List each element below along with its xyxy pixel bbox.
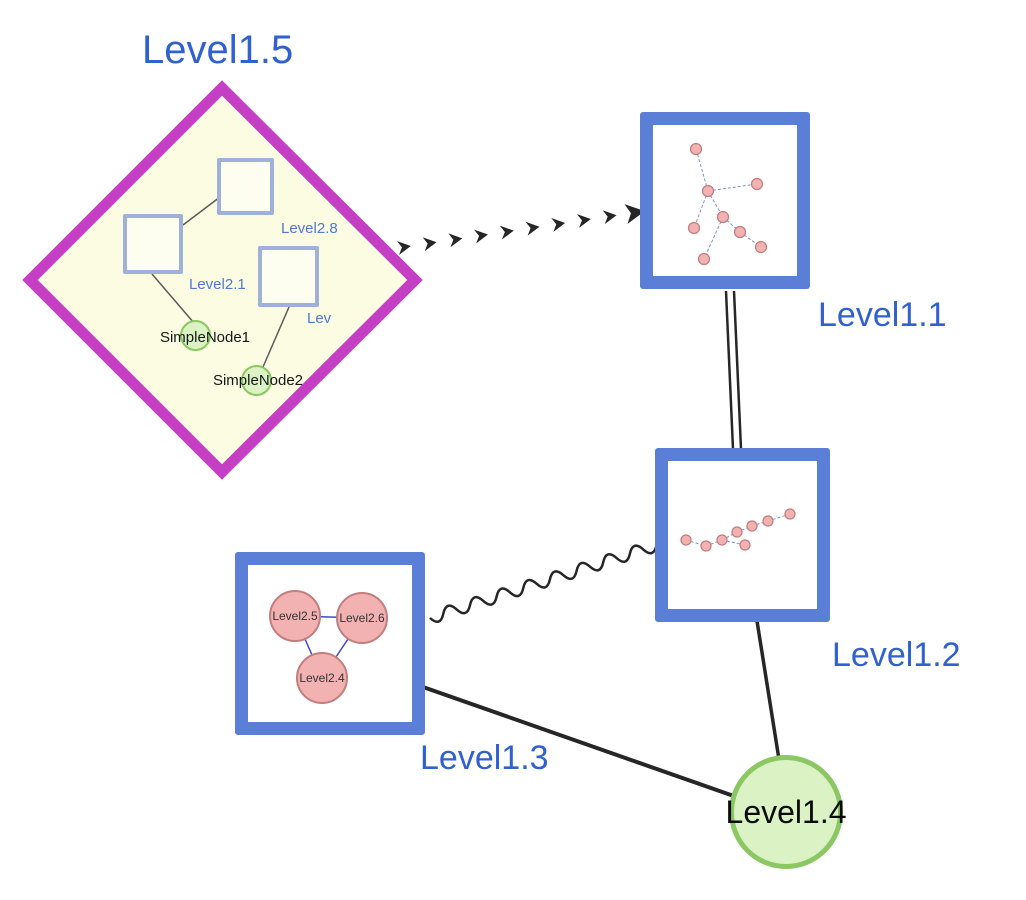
label-level2-5: Level2.5 [272, 609, 318, 623]
node-level1-3[interactable]: Level2.5 Level2.6 Level2.4 [235, 552, 425, 735]
label-level2-8: Level2.8 [281, 220, 338, 237]
node-level2-8[interactable] [217, 158, 274, 215]
edge-lev-to-simplenode2[interactable] [262, 306, 290, 368]
label-level2-6: Level2.6 [339, 611, 385, 625]
edge-level1-1-to-level1-2[interactable] [724, 290, 743, 450]
label-level1-3: Level1.3 [420, 739, 549, 777]
node-level2-4[interactable]: Level2.4 [296, 652, 348, 704]
label-simplenode1: SimpleNode1 [159, 329, 251, 346]
edge-level2-8-to-level2-1[interactable] [182, 196, 221, 226]
label-level1-1: Level1.1 [818, 296, 947, 334]
node-simplenode2[interactable] [241, 365, 272, 396]
edge-level1-3-to-level1-4[interactable] [422, 685, 749, 803]
label-lev: Lev [307, 310, 332, 327]
node-level1-4[interactable]: Level1.4 [726, 755, 847, 869]
node-level1-5-shape[interactable] [22, 80, 423, 480]
node-level1-2[interactable] [655, 448, 830, 622]
label-level2-4: Level2.4 [299, 671, 345, 685]
label-level1-4: Level1.4 [725, 793, 847, 830]
node-level2-1[interactable] [123, 214, 183, 274]
edge-level1-2-to-level1-4[interactable] [755, 620, 783, 773]
node-level2-5[interactable]: Level2.5 [269, 590, 321, 642]
label-level1-2: Level1.2 [832, 636, 961, 674]
edge-level1-5-to-level1-1[interactable] [396, 201, 646, 255]
node-level1-1[interactable] [640, 112, 810, 289]
mini-graph-level1-1 [687, 142, 768, 266]
node-simplenode1[interactable] [180, 320, 211, 351]
mini-graph-level1-2 [680, 508, 796, 552]
node-lev[interactable] [258, 246, 319, 307]
label-simplenode2: SimpleNode2 [212, 372, 304, 389]
label-level1-5: Level1.5 [142, 28, 294, 72]
node-level2-6[interactable]: Level2.6 [336, 592, 388, 644]
edge-level1-3-to-level1-2[interactable] [429, 544, 658, 623]
edge-level2-1-to-simplenode1[interactable] [151, 273, 195, 324]
label-level2-1: Level2.1 [189, 276, 246, 293]
